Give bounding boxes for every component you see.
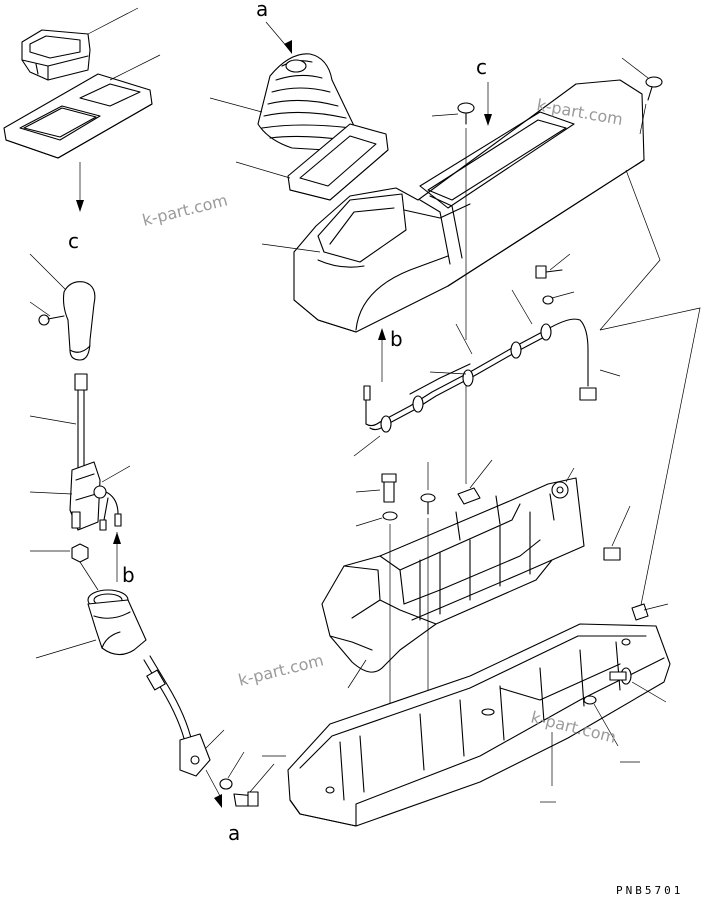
label-b-left: b (122, 563, 135, 587)
lever-switch-wire (93, 485, 122, 531)
bolt-part-bottom (233, 791, 259, 807)
clip-part (457, 487, 481, 505)
label-c-left: c (68, 229, 79, 253)
switch-bezel-part (3, 73, 153, 159)
bolt-part-base-center (420, 493, 436, 515)
console-base-part (321, 477, 585, 673)
label-a-bottom: a (228, 821, 240, 845)
watermark: k-part.com (140, 190, 229, 230)
label-b-right: b (390, 327, 403, 351)
switch-knob-part (21, 29, 91, 81)
arrow-down-icon (76, 200, 84, 212)
boot-frame-part (287, 123, 389, 201)
bolt-part-base-left (381, 473, 398, 521)
arrow-up-icon (113, 532, 121, 544)
grommet-part (551, 481, 569, 499)
bolt-part-upper-right (535, 265, 563, 305)
under-cover-part (287, 623, 671, 827)
screw-part-bottom-right (583, 695, 597, 705)
watermark: k-part.com (236, 650, 325, 690)
arrow-down-right-icon (214, 794, 222, 808)
drawing-code: PNB5701 (616, 884, 683, 897)
clip-part-right (631, 603, 649, 621)
hex-nut-part (71, 543, 89, 563)
washer-part (219, 778, 233, 790)
bushing-part (609, 667, 632, 685)
lever-bracket-part (69, 461, 101, 531)
lever-boot-part (87, 589, 147, 656)
lever-knob-part (62, 281, 96, 361)
arrow-down-icon (484, 114, 492, 126)
console-cover-part (293, 79, 645, 333)
reference-leader-lines (599, 307, 701, 611)
knob-screw-part (38, 314, 65, 326)
shift-cable-part (143, 655, 211, 777)
label-c-top: c (476, 55, 487, 79)
cover-screw-part (457, 102, 475, 125)
cover-bolt-part-right (645, 76, 663, 101)
arrow-down-right-icon (284, 40, 292, 54)
arrow-up-icon (378, 328, 386, 340)
plug-part (603, 547, 621, 561)
lever-rod-part (74, 373, 88, 471)
label-a-top: a (256, 0, 268, 21)
